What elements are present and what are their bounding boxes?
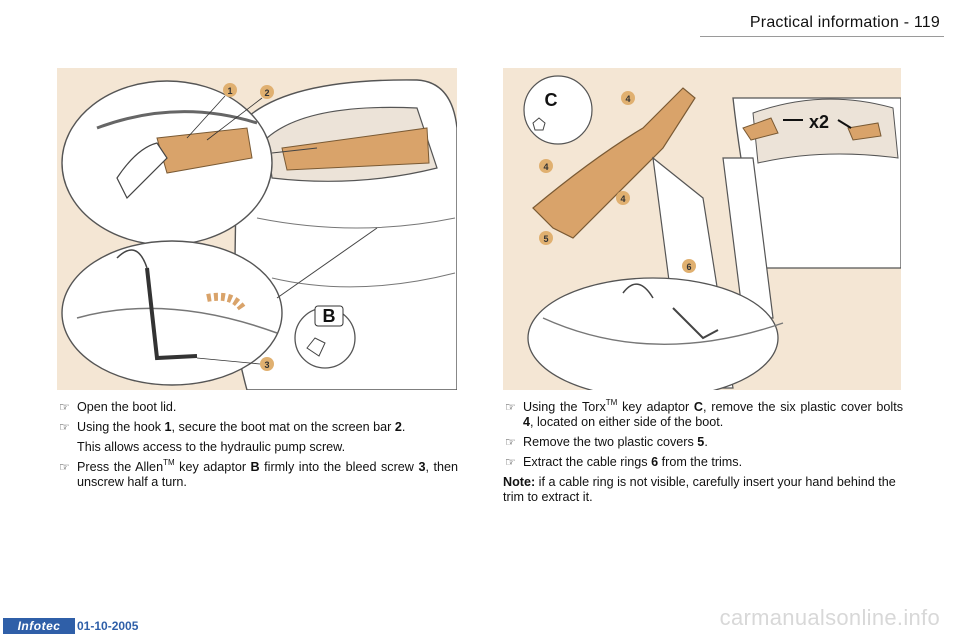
callout-4c: 4	[620, 194, 625, 204]
pointing-hand-icon: ☞	[505, 455, 516, 469]
figure-right-illustration: x2 C 4 4 4 5 6	[523, 75, 901, 390]
instruction-torx-key: ☞ Using the TorxTM key adaptor C, remove…	[505, 398, 903, 430]
note-paragraph: Note: if a cable ring is not visible, ca…	[503, 475, 896, 504]
figure-boot-hydraulic-pump: B 1 2 3	[57, 68, 457, 390]
callout-5-marker	[539, 231, 553, 245]
callout-6-marker	[682, 259, 696, 273]
pointing-hand-icon: ☞	[505, 435, 516, 449]
instruction-secure-mat: ☞ Using the hook 1, secure the boot mat …	[59, 420, 406, 434]
infotec-badge: Infotec	[3, 618, 75, 634]
footer-date: 01-10-2005	[77, 619, 139, 633]
figure-plastic-covers: x2 C 4 4 4 5 6	[503, 68, 901, 390]
watermark: carmanualsonline.info	[719, 605, 940, 630]
figure-left-illustration: B 1 2 3	[61, 79, 457, 390]
page-header: Practical information - 119	[749, 14, 940, 31]
callout-3-marker	[260, 357, 274, 371]
callout-4b: 4	[543, 162, 548, 172]
pointing-hand-icon: ☞	[59, 420, 70, 434]
left-instructions: ☞ Open the boot lid. ☞ Using the hook 1,…	[57, 400, 458, 495]
callout-2: 2	[264, 88, 269, 98]
multiplier-label: x2	[809, 112, 829, 132]
callout-2-marker	[260, 85, 274, 99]
tool-label-b: B	[323, 306, 336, 326]
callout-1: 1	[227, 86, 232, 96]
callout-4a-marker	[621, 91, 635, 105]
callout-1-marker	[223, 83, 237, 97]
access-note: This allows access to the hydraulic pump…	[77, 440, 346, 454]
pointing-hand-icon: ☞	[59, 460, 70, 474]
header-rule	[700, 36, 944, 37]
callout-4b-marker	[539, 159, 553, 173]
tool-label-c: C	[545, 90, 558, 110]
instruction-open-boot: ☞ Open the boot lid.	[59, 400, 177, 414]
pointing-hand-icon: ☞	[59, 400, 70, 414]
callout-4a: 4	[625, 94, 630, 104]
instruction-extract-rings: ☞ Extract the cable rings 6 from the tri…	[505, 455, 743, 469]
right-instructions: ☞ Using the TorxTM key adaptor C, remove…	[503, 398, 903, 505]
callout-3: 3	[264, 360, 269, 370]
pointing-hand-icon: ☞	[505, 400, 516, 414]
callout-6: 6	[686, 262, 691, 272]
callout-4c-marker	[616, 191, 630, 205]
callout-5: 5	[543, 234, 548, 244]
instruction-allen-key: ☞ Press the AllenTM key adaptor B firmly…	[59, 458, 458, 490]
instruction-remove-covers: ☞ Remove the two plastic covers 5.	[505, 435, 708, 449]
